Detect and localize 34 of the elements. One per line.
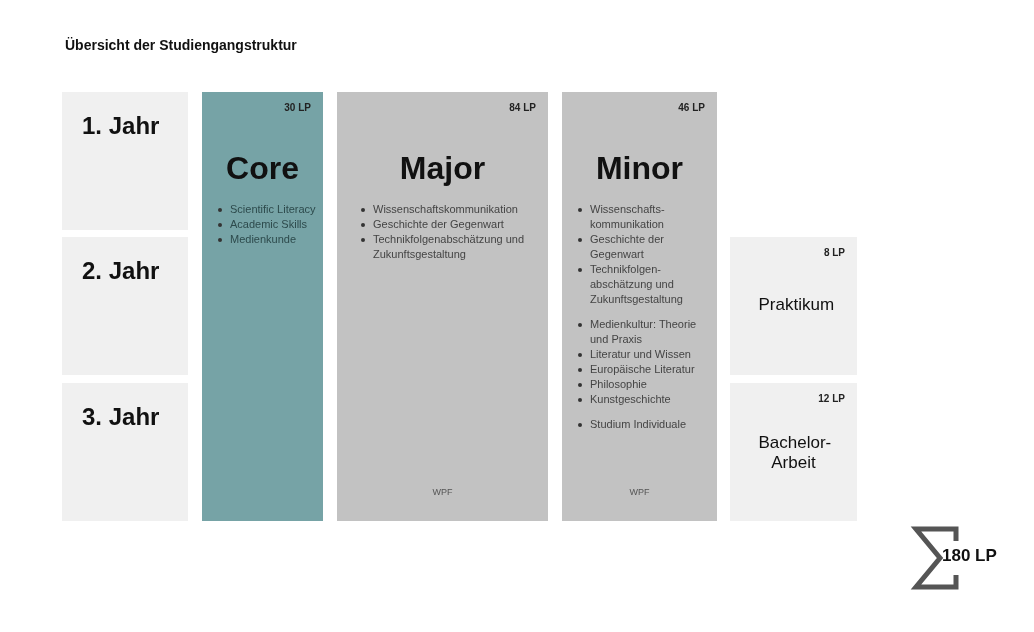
credit-points: 30 LP: [284, 102, 311, 113]
credit-points: 46 LP: [678, 102, 705, 113]
year-label: 3. Jahr: [82, 403, 160, 431]
list-item: Academic Skills: [230, 218, 308, 230]
list-item: Kunstgeschichte: [590, 393, 671, 405]
list-item: Medienkultur: Theorie und Praxis: [590, 318, 697, 345]
list-item: Technikfolgenabschätzung und Zukunftsgestaltung: [373, 233, 525, 260]
module-title: Minor: [595, 150, 684, 187]
list-item: Geschichte der Gegenwart: [590, 233, 664, 260]
list-item: Wissenschaftskommunikation: [373, 203, 518, 215]
credit-points: 84 LP: [509, 102, 536, 113]
page-title: Übersicht der Studiengangstruktur: [65, 37, 297, 53]
total-credits: 180 LP: [942, 546, 997, 566]
credit-points: 8 LP: [823, 247, 845, 258]
list-item: Europäische Literatur: [590, 363, 695, 375]
list-item: Technikfolgen-abschätzung und Zukunftsgestaltung: [590, 263, 683, 305]
module-title: Bachelor-Arbeit: [758, 433, 829, 473]
module-title: Major: [399, 150, 486, 187]
list-item: Wissenschafts-kommunikation: [590, 203, 665, 230]
elective-note: WPF: [432, 487, 453, 497]
list-item: Scientific Literacy: [230, 203, 316, 215]
module-title: Core: [226, 150, 299, 187]
list-item: Philosophie: [590, 378, 647, 390]
module-column: [337, 92, 548, 521]
list-item: Studium Individuale: [590, 418, 686, 430]
list-item: Geschichte der Gegenwart: [373, 218, 504, 230]
year-label: 1. Jahr: [82, 112, 160, 140]
list-item: Literatur und Wissen: [590, 348, 691, 360]
elective-note: WPF: [629, 487, 650, 497]
list-item: Medienkunde: [230, 233, 297, 245]
module-column: [202, 92, 323, 521]
module-column: [562, 92, 717, 521]
credit-points: 12 LP: [818, 393, 845, 404]
year-label: 2. Jahr: [82, 257, 160, 285]
